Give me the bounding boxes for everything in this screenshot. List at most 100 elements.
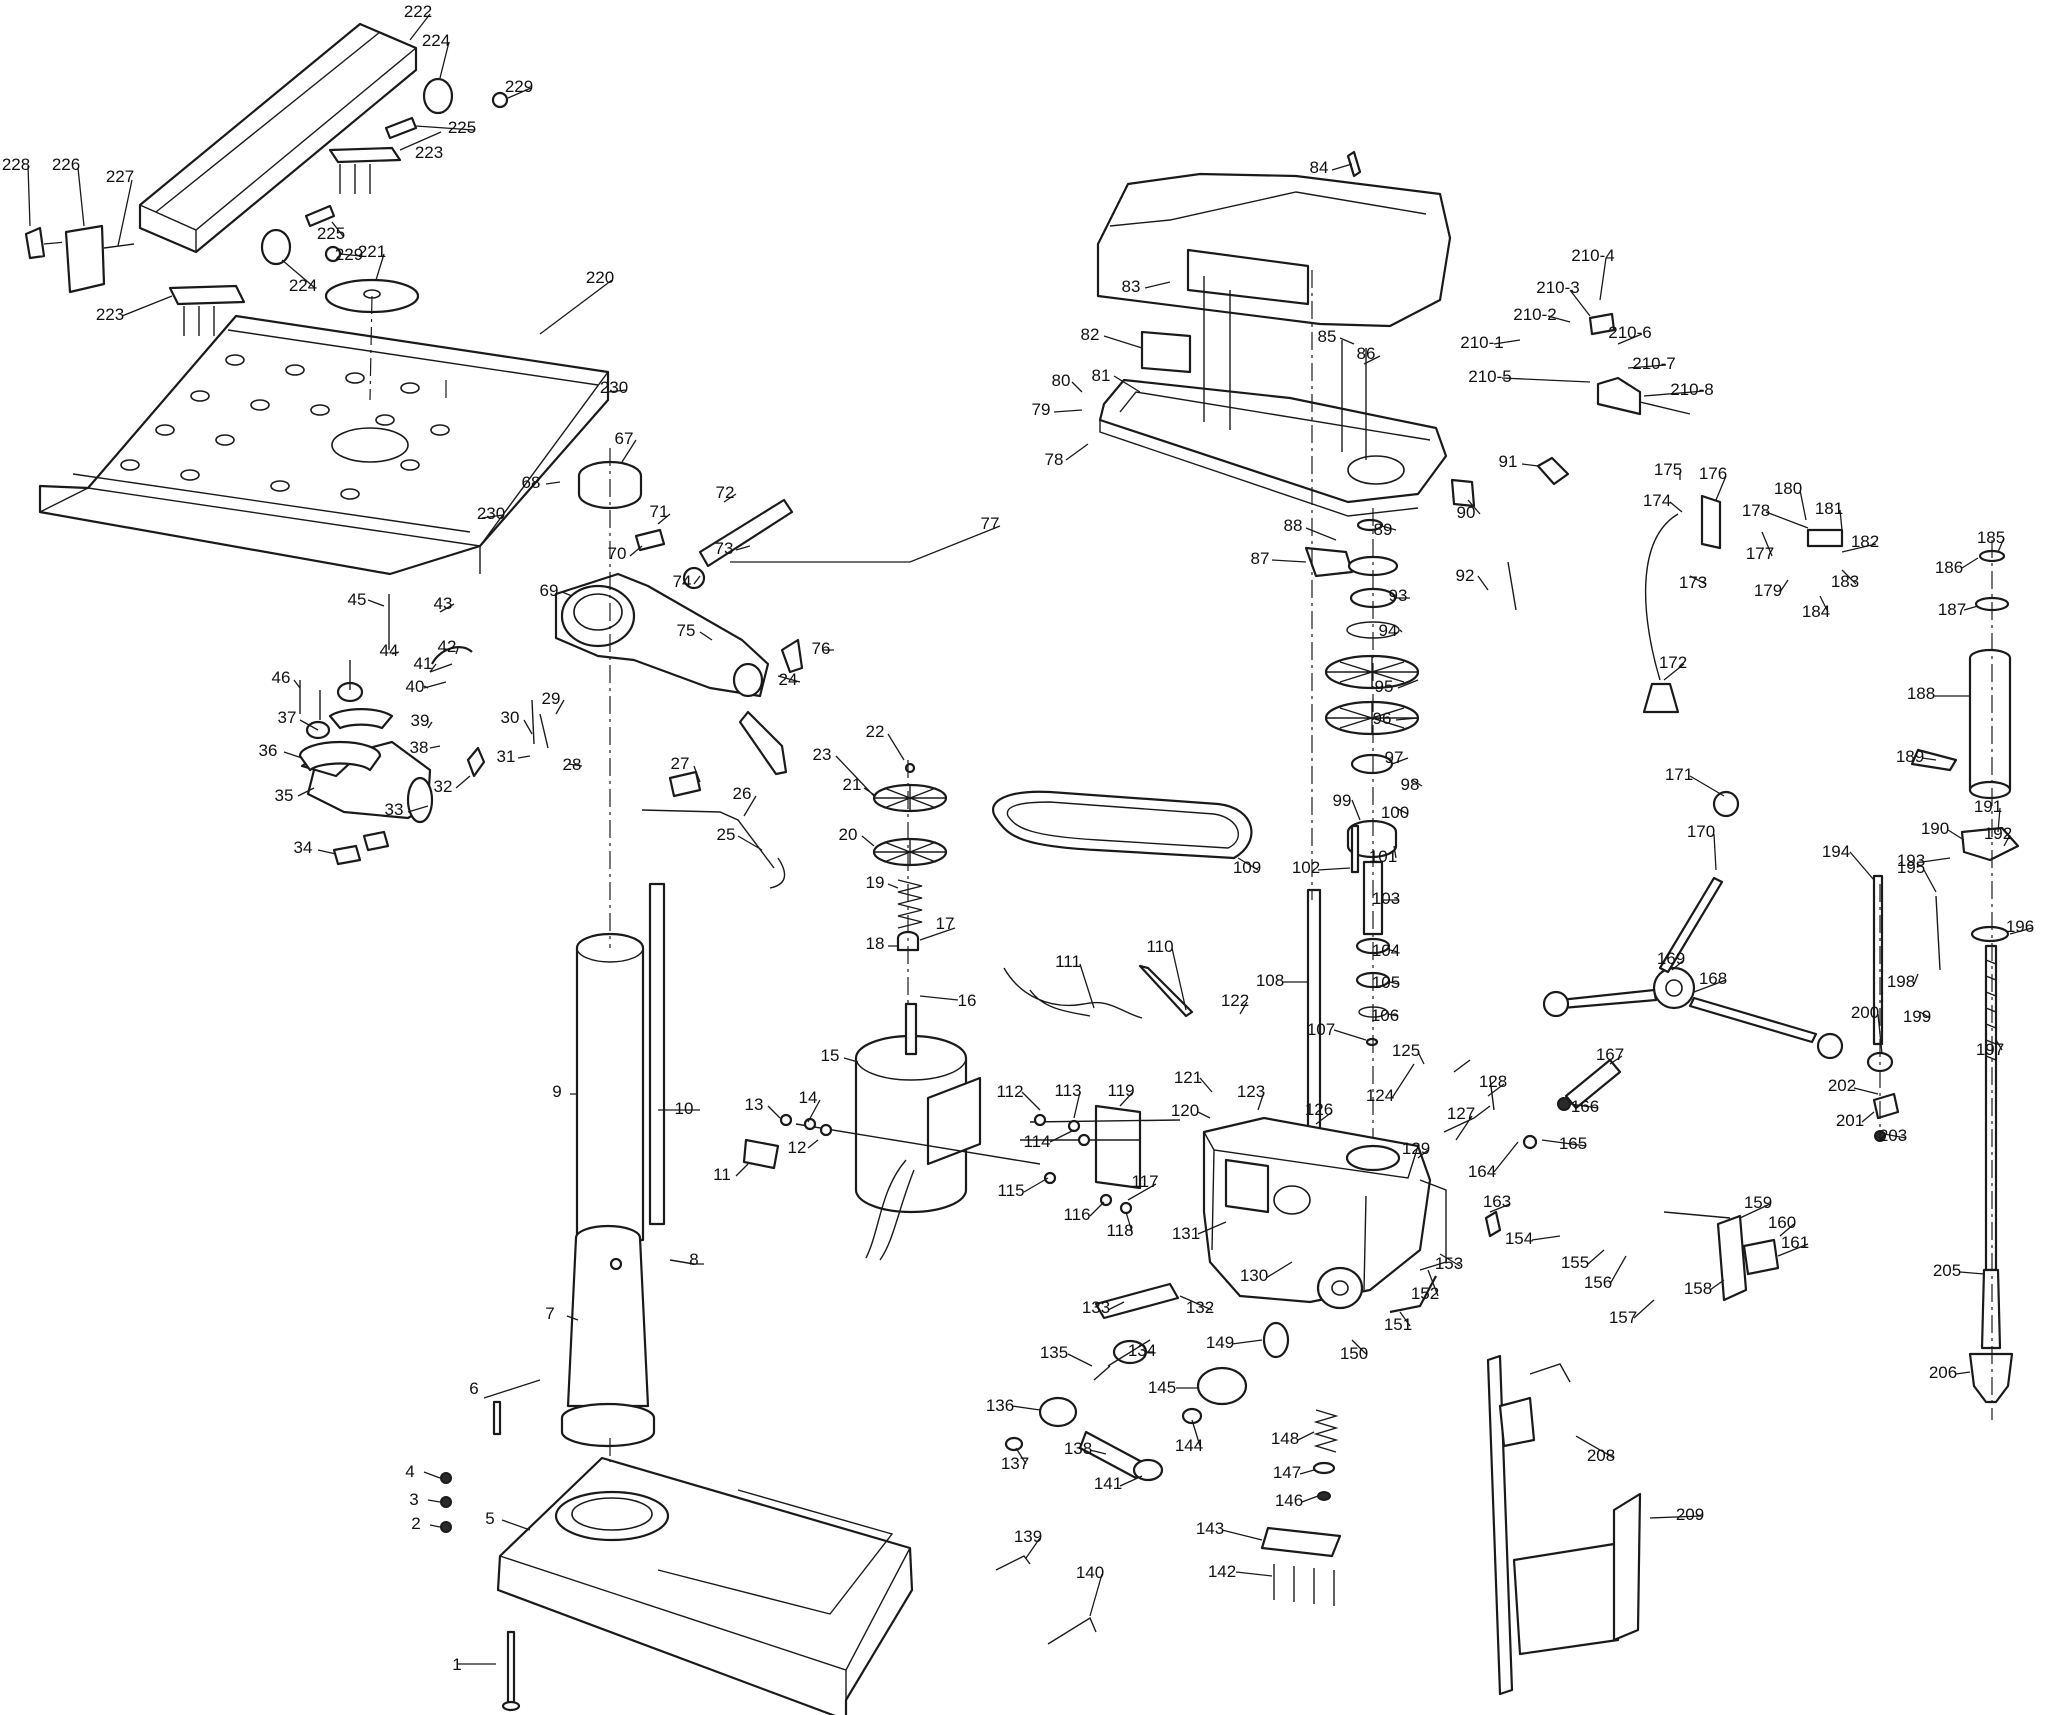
callout-80: 80 <box>1052 371 1071 390</box>
callout-225: 225 <box>317 224 345 243</box>
callout-153: 153 <box>1435 1254 1463 1273</box>
head-bracket <box>1304 546 1354 578</box>
callout-3: 3 <box>409 1490 418 1509</box>
callout-136: 136 <box>986 1396 1014 1415</box>
callout-173: 173 <box>1679 573 1707 592</box>
callout-36: 36 <box>259 741 278 760</box>
callout-138: 138 <box>1064 1439 1092 1458</box>
callout-199: 199 <box>1903 1007 1931 1026</box>
callout-161: 161 <box>1781 1233 1809 1252</box>
callout-197: 197 <box>1976 1040 2004 1059</box>
motor-plate <box>926 1076 982 1166</box>
spindle-assembly <box>1588 312 2020 1420</box>
spring-housing <box>1196 1366 1248 1406</box>
callout-203: 203 <box>1879 1126 1907 1145</box>
callout-180: 180 <box>1774 479 1802 498</box>
callout-92: 92 <box>1456 566 1475 585</box>
callout-81: 81 <box>1092 366 1111 385</box>
callout-90: 90 <box>1457 503 1476 522</box>
callout-156: 156 <box>1584 1273 1612 1292</box>
callout-129: 129 <box>1402 1139 1430 1158</box>
callout-28: 28 <box>563 755 582 774</box>
callout-1: 1 <box>452 1655 461 1674</box>
callout-155: 155 <box>1561 1253 1589 1272</box>
callout-72: 72 <box>716 483 735 502</box>
table-arm-assembly <box>298 460 804 1226</box>
crank-shaft <box>698 498 794 568</box>
callout-78: 78 <box>1045 450 1064 469</box>
callout-7: 7 <box>545 1304 554 1323</box>
callout-146: 146 <box>1275 1491 1303 1510</box>
callout-109: 109 <box>1233 858 1261 877</box>
callout-184: 184 <box>1802 602 1830 621</box>
callout-70: 70 <box>608 544 627 563</box>
callout-205: 205 <box>1933 1261 1961 1280</box>
callout-171: 171 <box>1665 765 1693 784</box>
callout-100: 100 <box>1381 803 1409 822</box>
callout-86: 86 <box>1357 344 1376 363</box>
callout-2: 2 <box>411 1514 420 1533</box>
callout-88: 88 <box>1284 516 1303 535</box>
callout-210-3: 210-3 <box>1536 278 1579 297</box>
callout-160: 160 <box>1768 1213 1796 1232</box>
callout-76: 76 <box>812 639 831 658</box>
motor-label <box>742 1138 780 1170</box>
callout-34: 34 <box>294 838 313 857</box>
callout-147: 147 <box>1273 1463 1301 1482</box>
callout-168: 168 <box>1699 969 1727 988</box>
callout-5: 5 <box>485 1509 494 1528</box>
callout-20: 20 <box>839 825 858 844</box>
callout-83: 83 <box>1122 277 1141 296</box>
callout-127: 127 <box>1447 1104 1475 1123</box>
callout-9: 9 <box>552 1082 561 1101</box>
callout-19: 19 <box>866 873 885 892</box>
callout-179: 179 <box>1754 581 1782 600</box>
column-rack <box>648 882 666 1226</box>
callout-210-6: 210-6 <box>1608 323 1651 342</box>
callout-188: 188 <box>1907 684 1935 703</box>
callout-139: 139 <box>1014 1527 1042 1546</box>
callout-118: 118 <box>1106 1221 1133 1240</box>
callout-10: 10 <box>675 1099 694 1118</box>
feed-handle <box>1260 1526 1342 1558</box>
callout-135: 135 <box>1040 1343 1068 1362</box>
callout-42: 42 <box>438 637 457 656</box>
callout-206: 206 <box>1929 1363 1957 1382</box>
callout-194: 194 <box>1822 842 1850 861</box>
callout-30: 30 <box>501 708 520 727</box>
callout-44: 44 <box>380 641 399 660</box>
callout-71: 71 <box>650 502 669 521</box>
feed-assembly <box>995 1282 1342 1645</box>
callout-142: 142 <box>1208 1562 1236 1581</box>
callout-223: 223 <box>96 305 124 324</box>
fence <box>138 22 418 254</box>
callout-79: 79 <box>1032 400 1051 419</box>
head-assembly <box>1096 150 1570 1158</box>
callout-149: 149 <box>1206 1333 1234 1352</box>
fence-bracket <box>168 284 246 306</box>
callout-32: 32 <box>434 777 453 796</box>
fence-knob <box>260 228 292 266</box>
switch-plate <box>1716 1214 1748 1302</box>
callout-115: 115 <box>997 1181 1024 1200</box>
callout-23: 23 <box>813 745 832 764</box>
callout-98: 98 <box>1401 775 1420 794</box>
callout-13: 13 <box>745 1095 764 1114</box>
callout-201: 201 <box>1836 1111 1864 1130</box>
callout-101: 101 <box>1369 847 1397 866</box>
callout-24: 24 <box>779 670 798 689</box>
callout-220: 220 <box>586 268 614 287</box>
callout-187: 187 <box>1938 600 1966 619</box>
callout-14: 14 <box>799 1088 818 1107</box>
chuck-guard <box>1612 1492 1642 1642</box>
callout-29: 29 <box>542 689 561 708</box>
callout-73: 73 <box>715 539 734 558</box>
callout-224: 224 <box>422 31 450 50</box>
callout-6: 6 <box>469 1379 478 1398</box>
callout-222: 222 <box>404 2 432 21</box>
callout-120: 120 <box>1171 1101 1199 1120</box>
callout-154: 154 <box>1505 1229 1533 1248</box>
callout-132: 132 <box>1186 1298 1214 1317</box>
callout-167: 167 <box>1596 1045 1624 1064</box>
callout-181: 181 <box>1815 499 1843 518</box>
